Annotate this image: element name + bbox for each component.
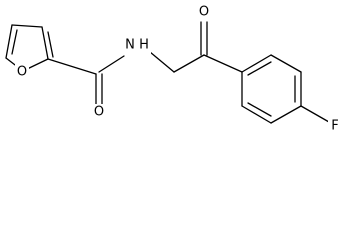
bond-n-to-ch2 [149,51,175,73]
atom-amide-hydrogen: H [139,38,149,53]
bond-furan-c2-c3 [41,26,49,60]
bond-furan-c4-c5 [5,24,13,59]
mask-amide-nh [123,36,151,54]
bond-phenyl-inner-1 [247,61,272,76]
bond-furan-to-carbonyl [47,58,97,75]
mask-fluorine [328,118,342,134]
molecule-drawing: O O N H O F [5,4,342,134]
atom-furan-oxygen: O [17,65,27,80]
bond-phenyl-1 [241,54,272,73]
bond-phenyl-4 [270,105,302,124]
bond-phenyl-2 [270,54,302,73]
structure-svg: O O N H O F [5,4,342,134]
bond-carbonyl-to-n [98,55,125,73]
bond-phenyl-5 [241,105,272,124]
bond-phenyl-inner-3 [247,102,272,117]
atom-amide-oxygen: O [94,105,104,120]
bond-furan-c3-c4 [11,24,43,28]
atom-ketone-oxygen: O [199,5,209,20]
mask-amide-oxygen [92,104,106,120]
bond-ketone-to-phenyl [203,54,243,73]
bond-ch2-to-ketone [173,54,205,73]
mask-furan-oxygen [15,64,29,80]
atom-fluorine: F [331,119,338,134]
mask-ketone-oxygen [197,4,211,20]
bond-furan-c2-c3-inner [47,31,54,58]
bond-phenyl-to-f [300,105,330,123]
bond-furan-c4-c5-inner [11,29,18,55]
atom-amide-nitrogen: N [125,38,135,53]
